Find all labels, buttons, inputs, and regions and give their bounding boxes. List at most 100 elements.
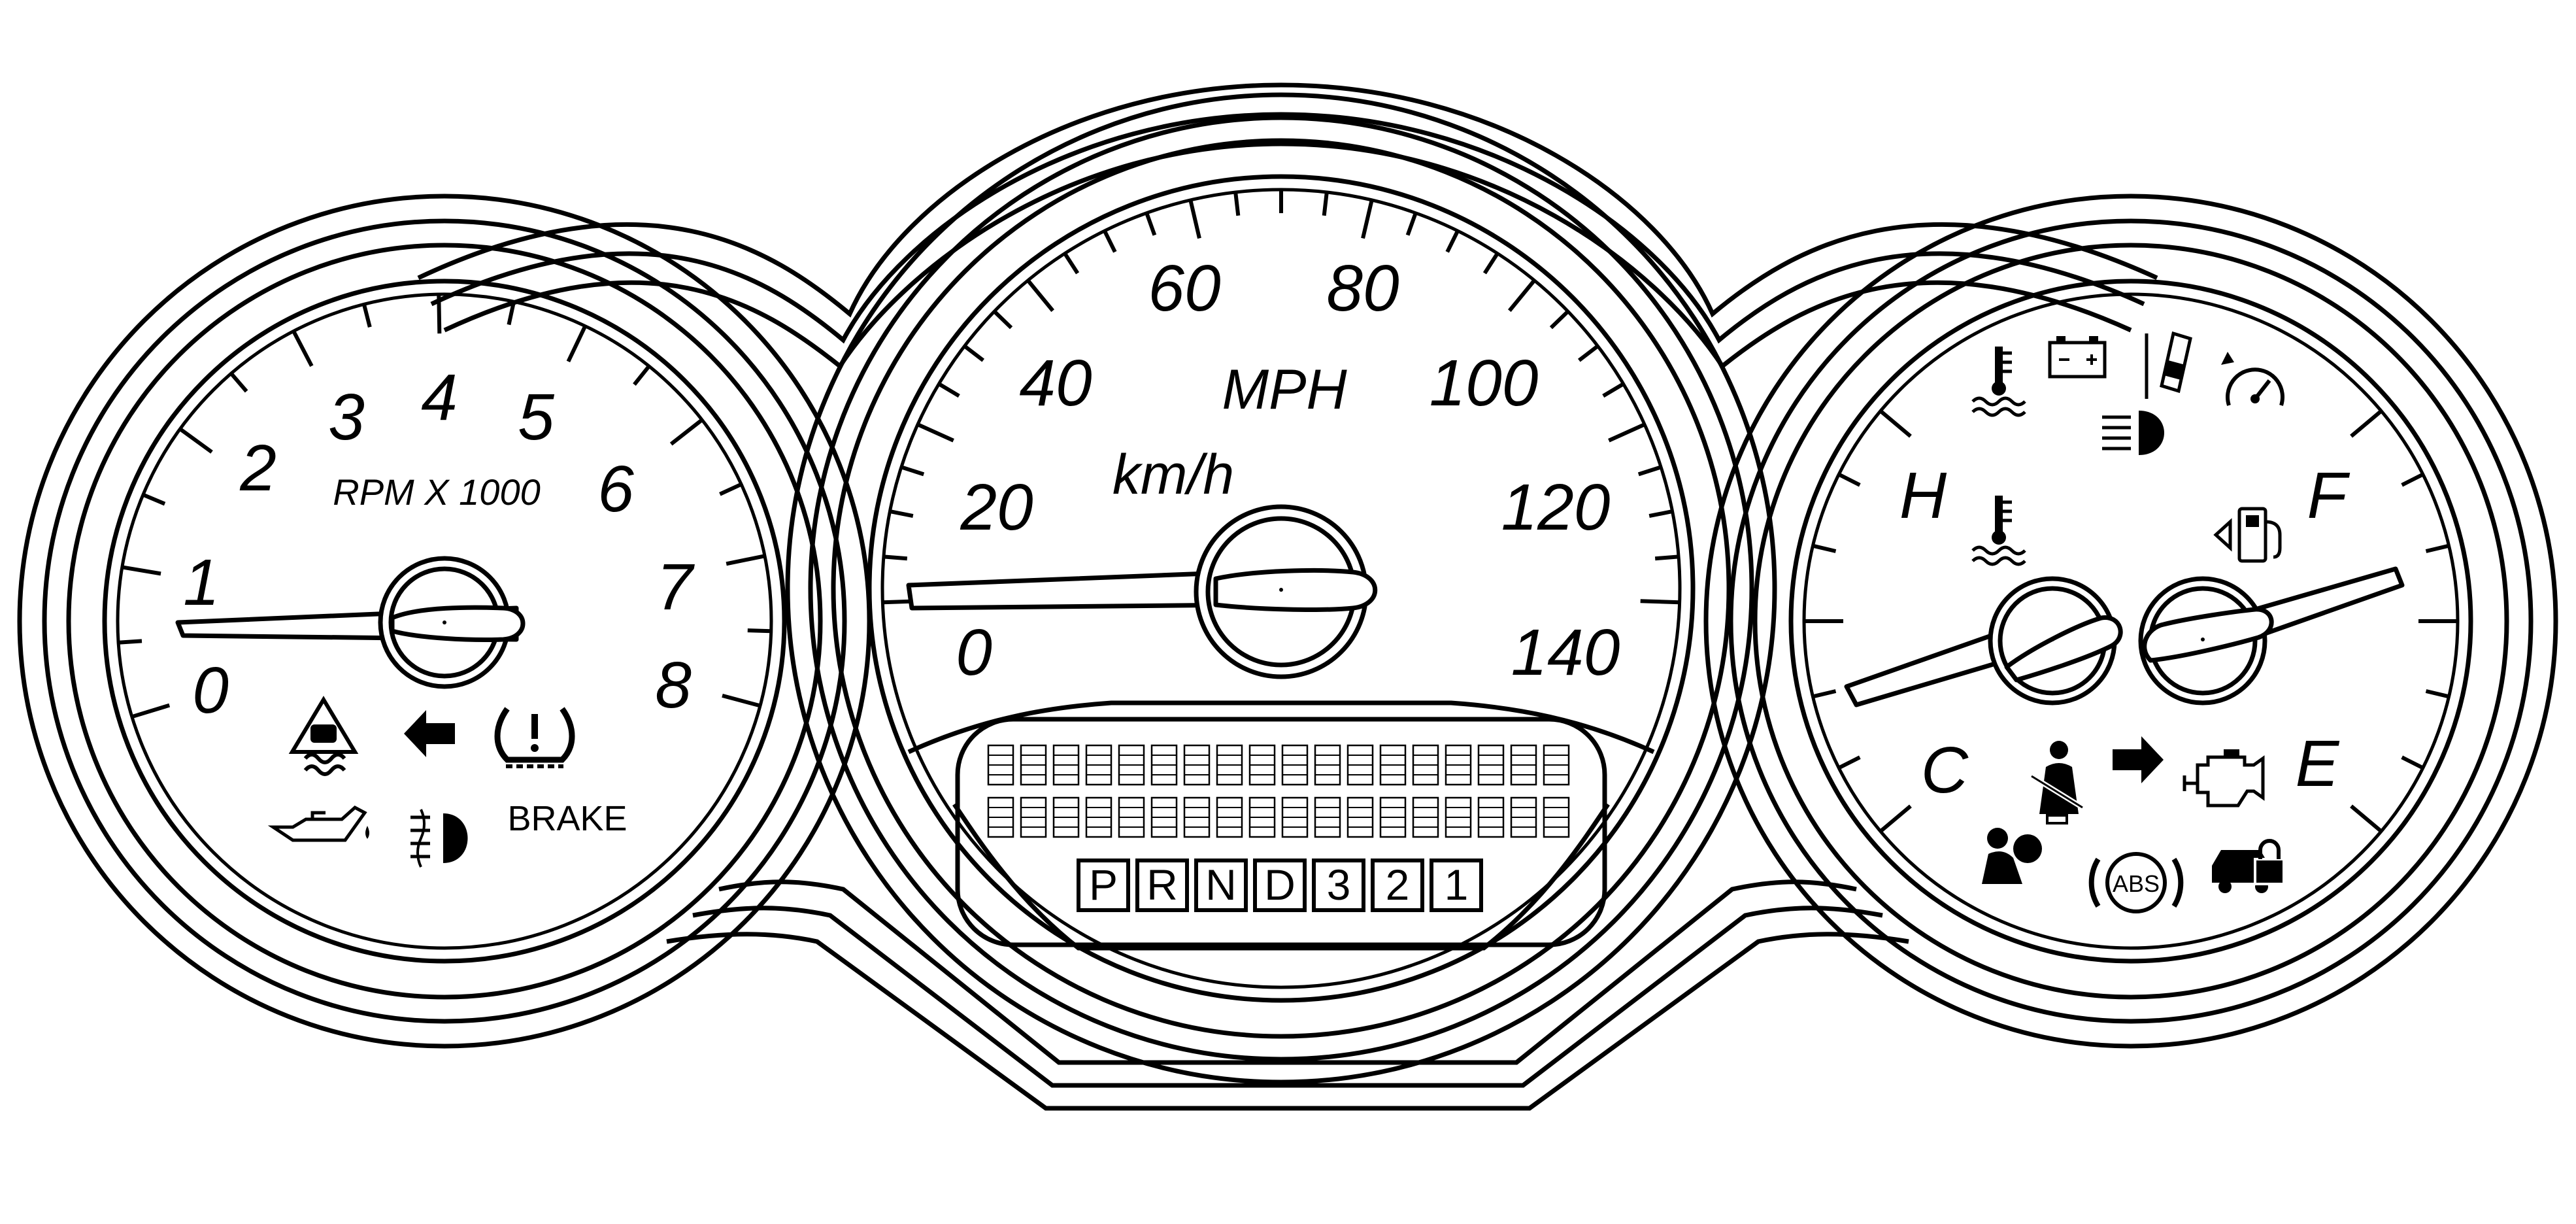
tach-tick <box>747 628 771 634</box>
tach-tick <box>178 427 213 454</box>
abs-icon: ABS <box>2088 852 2184 913</box>
gear-label: R <box>1146 860 1178 909</box>
temp-tick <box>1812 543 1837 553</box>
speed-label-40: 40 <box>1019 347 1092 420</box>
speed-tick <box>1507 279 1536 313</box>
left-turn-signal-icon <box>404 710 455 757</box>
speed-label-60: 60 <box>1148 252 1220 325</box>
speed-tick <box>916 422 954 443</box>
tach-label-7: 7 <box>656 551 695 624</box>
tach-tick <box>142 492 166 506</box>
speed-label-120: 120 <box>1501 471 1611 544</box>
tach-tick <box>131 703 171 719</box>
tach-tick <box>118 639 142 645</box>
speedometer-needle <box>906 570 1245 611</box>
right-turn-signal-icon <box>2113 736 2164 783</box>
kmh-unit-label: km/h <box>1112 443 1234 506</box>
cluster-bezel <box>417 82 2158 1111</box>
fuel-tick <box>2350 804 2383 833</box>
odometer-display <box>955 717 1607 947</box>
speed-label-100: 100 <box>1430 347 1539 420</box>
tach-label-6: 6 <box>597 452 634 526</box>
tachometer-ticks <box>118 294 771 719</box>
tach-tick <box>292 330 314 367</box>
speed-tick <box>1145 212 1157 236</box>
tach-tick <box>566 325 587 363</box>
fuel-ticks <box>2350 409 2458 833</box>
temp-tick <box>1837 472 1861 487</box>
speed-tick <box>1637 465 1662 477</box>
temp-tick <box>1837 755 1861 770</box>
fuel-empty-label: E <box>2296 727 2340 800</box>
speed-tick <box>1640 599 1680 605</box>
speedometer-ticks <box>882 190 1680 605</box>
tach-label-1: 1 <box>183 546 220 619</box>
speed-tick <box>1361 199 1374 239</box>
fuel-tick <box>2401 472 2424 487</box>
speed-label-140: 140 <box>1511 616 1620 689</box>
tach-tick <box>507 301 516 326</box>
coolant-temperature-gauge-icon <box>1971 496 2026 566</box>
tach-tick <box>669 418 703 446</box>
speed-tick <box>1233 192 1241 216</box>
temp-tick <box>1879 804 1912 833</box>
door-ajar-icon <box>2145 331 2192 399</box>
temp-tick <box>1812 689 1837 699</box>
seatbelt-icon <box>2030 741 2084 824</box>
gear-box <box>1430 858 1483 912</box>
fuel-tick <box>2350 409 2383 438</box>
gear-box <box>1253 858 1307 912</box>
gear-label: 1 <box>1445 860 1469 909</box>
speed-tick <box>1648 509 1673 518</box>
tachometer-gauge: 0 1 2 3 4 5 6 7 8 RPM X 1000 <box>17 194 872 1049</box>
gear-label: D <box>1264 860 1296 909</box>
temperature-fuel-gauge: H C F E <box>1703 194 2558 1049</box>
battery-icon <box>2048 336 2107 379</box>
temperature-ticks <box>1804 409 1912 833</box>
gear-label: N <box>1205 860 1237 909</box>
gear-box <box>1371 858 1424 912</box>
temp-hot-label: H <box>1899 459 1947 532</box>
gear-label: 3 <box>1327 860 1351 909</box>
gear-label: P <box>1089 860 1118 909</box>
speed-tick <box>1482 252 1499 275</box>
speed-tick <box>993 310 1013 330</box>
speed-tick <box>1549 310 1569 330</box>
abs-label: ABS <box>2113 870 2160 897</box>
fuel-tick <box>2425 689 2450 699</box>
gear-box <box>1312 858 1365 912</box>
tach-label-3: 3 <box>328 381 365 454</box>
speed-tick <box>1445 230 1460 253</box>
airbag-icon <box>1982 828 2042 884</box>
tach-tick <box>726 554 765 566</box>
fuel-tick <box>2401 755 2424 770</box>
high-beam-icon <box>2102 411 2164 455</box>
speed-tick <box>1063 252 1080 275</box>
fog-lamp-icon <box>410 809 468 868</box>
speed-tick <box>1577 344 1599 362</box>
speed-tick <box>937 382 960 398</box>
fuel-tick <box>2425 543 2450 553</box>
gear-box <box>1077 858 1130 912</box>
speed-tick <box>901 465 925 477</box>
gear-label: 2 <box>1386 860 1410 909</box>
speed-label-80: 80 <box>1326 252 1399 325</box>
security-icon <box>2212 839 2285 893</box>
speed-tick <box>1322 192 1329 216</box>
speed-tick <box>1103 230 1117 253</box>
tach-tick <box>633 365 651 386</box>
check-engine-icon <box>2183 749 2265 808</box>
speed-tick <box>1026 279 1055 313</box>
temp-tick <box>1879 409 1912 438</box>
tach-tick <box>229 372 248 393</box>
speed-label-20: 20 <box>960 471 1033 544</box>
speed-tick <box>1188 199 1201 239</box>
tach-label-2: 2 <box>239 432 276 505</box>
speed-tick <box>1654 554 1679 561</box>
tach-tick <box>722 693 761 708</box>
tire-pressure-icon <box>494 707 575 768</box>
gear-box <box>1194 858 1248 912</box>
